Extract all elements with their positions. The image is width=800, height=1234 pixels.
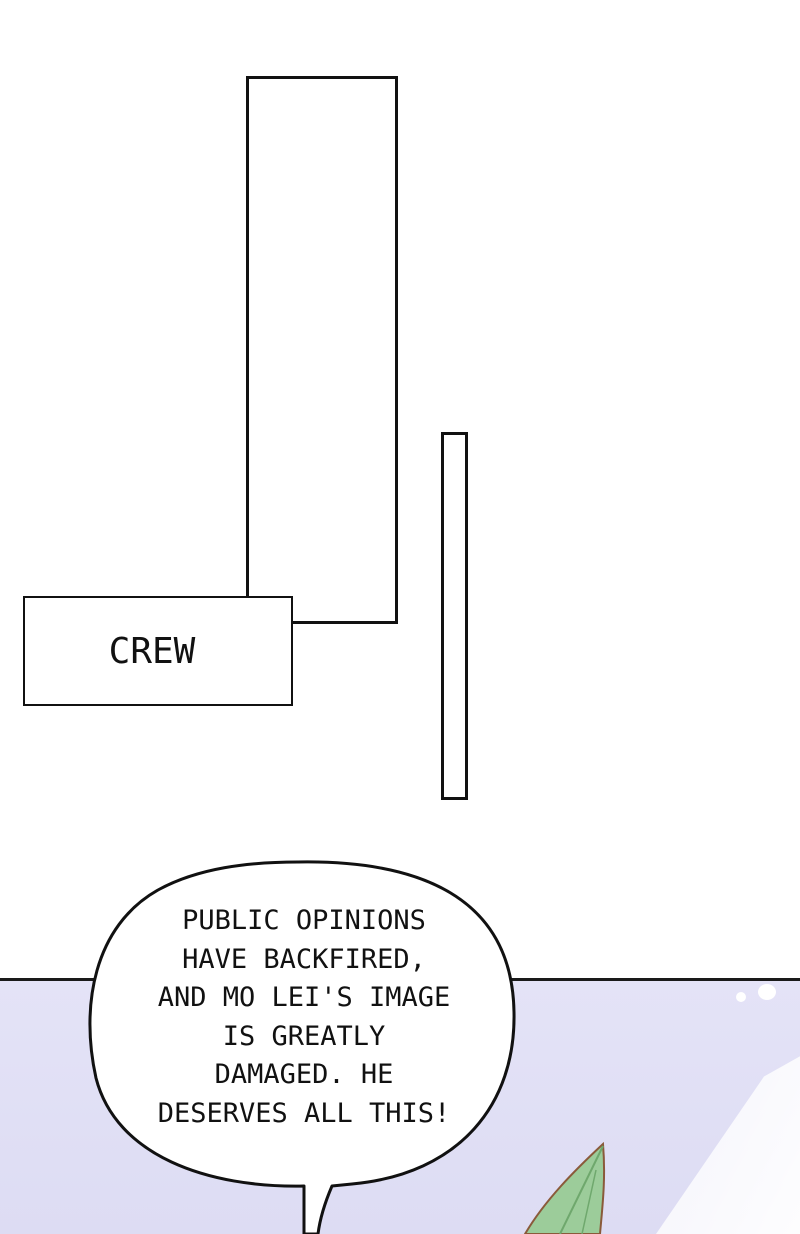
crew-caption-box: CREW — [23, 596, 293, 706]
tall-rectangle-frame — [246, 76, 398, 624]
speech-bubble-text: PUBLIC OPINIONS HAVE BACKFIRED, AND MO L… — [157, 905, 451, 1129]
leaf-illustration — [523, 1141, 606, 1234]
sparkle-decoration — [736, 992, 746, 1002]
crew-caption-label: CREW — [108, 630, 196, 672]
speech-bubble-shape — [88, 860, 516, 1234]
sparkle-decoration — [758, 984, 776, 1000]
thin-rectangle-frame — [441, 432, 468, 800]
